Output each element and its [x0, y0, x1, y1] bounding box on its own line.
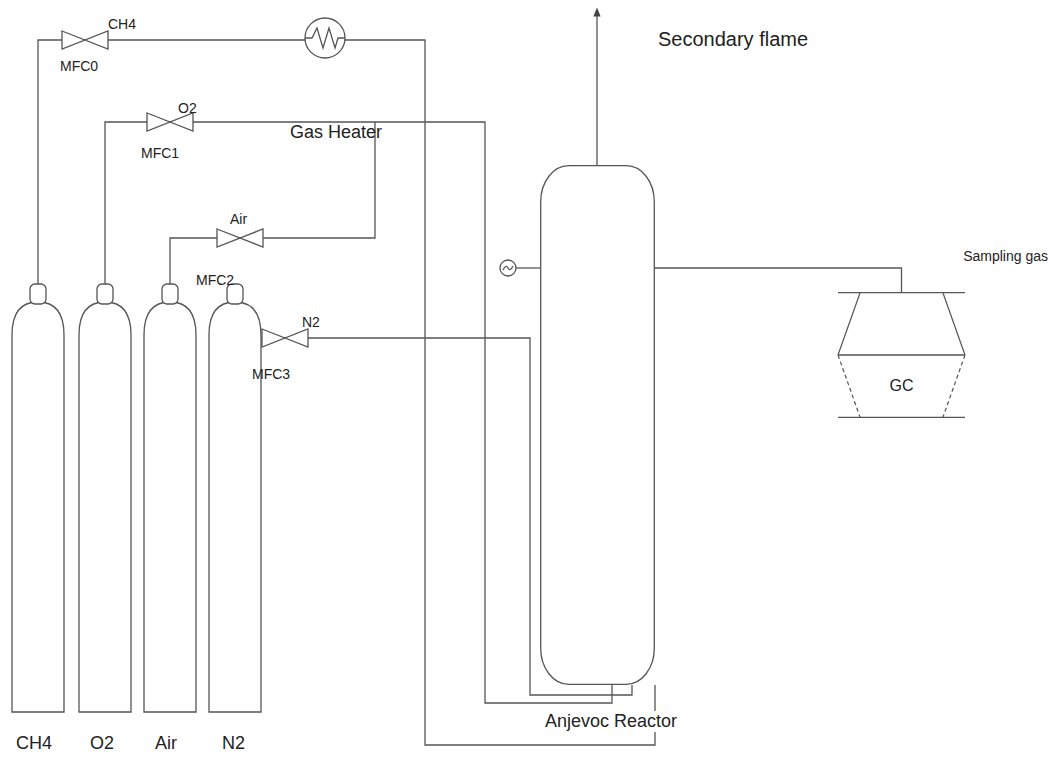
gas-heater-symbol: [305, 18, 345, 58]
instrument-label: GC: [890, 377, 914, 395]
gas-line-label: N2: [302, 314, 320, 330]
gas-lines: [38, 12, 655, 745]
mfc-label: MFC0: [60, 58, 98, 74]
mfc-label: MFC2: [196, 272, 234, 288]
gas-line-label: CH4: [108, 16, 136, 32]
sampling-line: [655, 268, 902, 292]
gas-line-label: Air: [230, 211, 247, 227]
reactor-vessel-outline: [540, 165, 655, 685]
cylinder-label: O2: [90, 733, 114, 754]
temperature-sensor: [500, 260, 516, 276]
mfc-label: MFC3: [252, 366, 290, 382]
cylinder-label: CH4: [16, 733, 52, 754]
mfc-valves: [62, 31, 308, 347]
gas-cylinders: [12, 284, 261, 712]
mfc-label: MFC1: [141, 145, 179, 161]
cylinder-label: Air: [155, 733, 177, 754]
gc-instrument: GC: [838, 292, 965, 418]
gas-line-label: O2: [178, 100, 197, 116]
reactor-vessel: Anjevoc Reactor: [540, 165, 655, 685]
reactor-label: Anjevoc Reactor: [543, 711, 679, 732]
stream-label: Sampling gas: [963, 248, 1048, 264]
cylinder-label: N2: [222, 733, 245, 754]
gc-instrument-outline: [838, 292, 965, 418]
flame-label: Secondary flame: [658, 28, 808, 51]
heater-label: Gas Heater: [290, 122, 382, 143]
